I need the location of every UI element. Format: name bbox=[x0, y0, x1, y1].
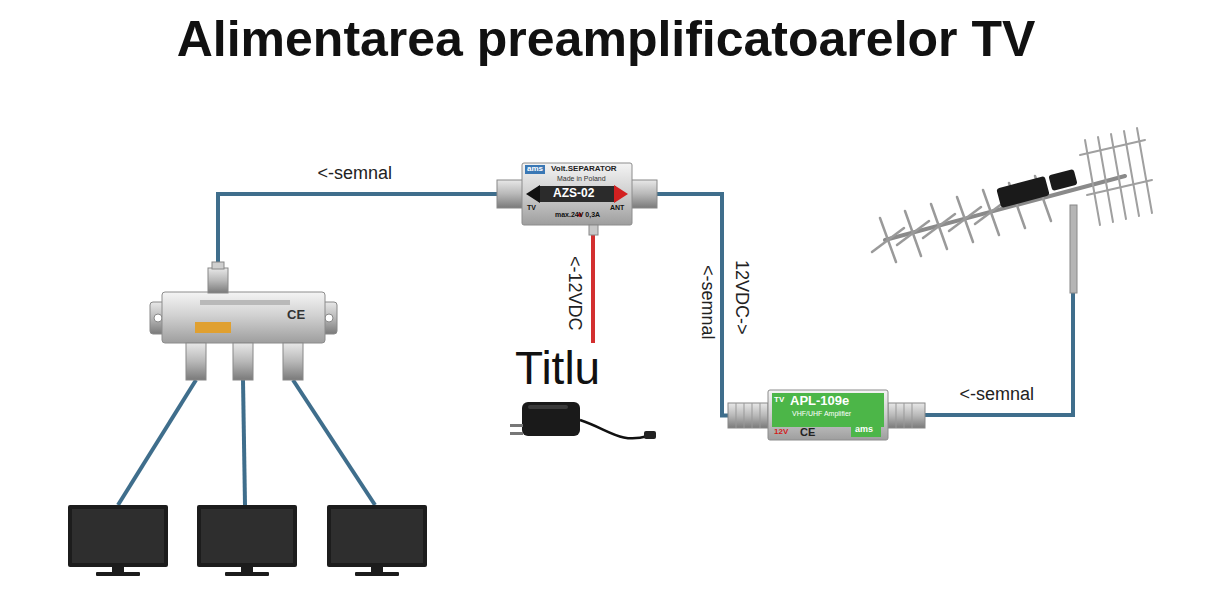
power-adapter-drawing bbox=[510, 402, 656, 439]
antenna-drawing bbox=[872, 128, 1152, 293]
separator-drawing bbox=[497, 163, 657, 235]
tv-drawing bbox=[225, 572, 269, 576]
separator-drawing bbox=[526, 185, 540, 203]
connector-label: <-12VDC bbox=[563, 254, 584, 333]
separator-drawing bbox=[538, 186, 616, 202]
separator-drawing bbox=[614, 185, 628, 203]
signal-label: <-semnal bbox=[958, 384, 1037, 405]
splitter-drawing bbox=[186, 343, 206, 380]
power-adapter-drawing bbox=[510, 424, 523, 427]
antenna-drawing bbox=[1048, 169, 1077, 191]
antenna-drawing bbox=[1070, 205, 1077, 293]
device-text: VHF/UHF Amplifier bbox=[792, 410, 851, 418]
device-text: AZS-02 bbox=[551, 187, 596, 200]
splitter-drawing bbox=[200, 300, 290, 305]
device-text: ams bbox=[525, 165, 545, 174]
splitter-box: CE bbox=[165, 292, 322, 343]
separator-drawing bbox=[522, 163, 632, 225]
amplifier-drawing bbox=[728, 390, 925, 440]
device-text: ANT bbox=[610, 204, 624, 212]
tv-drawing bbox=[197, 505, 297, 567]
separator-drawing bbox=[631, 180, 657, 208]
cable-connector bbox=[591, 225, 595, 343]
antenna-drawing bbox=[949, 207, 981, 231]
coax-wire bbox=[118, 292, 1073, 505]
amplifier-drawing bbox=[728, 403, 768, 428]
coax-wire bbox=[293, 380, 375, 505]
tv-drawing bbox=[72, 509, 164, 563]
antenna-drawing bbox=[872, 228, 904, 252]
power-adapter-drawing bbox=[580, 420, 648, 438]
coax-wire bbox=[118, 380, 196, 505]
signal-label: <-semnal bbox=[696, 263, 717, 342]
antenna-drawing bbox=[1080, 140, 1145, 155]
splitter-drawing bbox=[283, 343, 303, 380]
tv-drawing bbox=[201, 509, 293, 563]
antenna-drawing bbox=[885, 176, 1125, 240]
power-adapter-drawing bbox=[528, 405, 568, 409]
tv-drawing bbox=[68, 505, 168, 567]
connector-label: 12VDC-> bbox=[730, 258, 751, 337]
amplifier-drawing bbox=[888, 403, 925, 428]
tv-drawing bbox=[331, 509, 423, 563]
splitter-drawing bbox=[208, 268, 228, 293]
cable-connector bbox=[218, 194, 522, 292]
tv-drawing bbox=[96, 572, 140, 576]
diagram-title: Alimentarea preamplificatoarelor TV bbox=[0, 10, 1212, 68]
device-text: CE bbox=[287, 308, 305, 322]
antenna-drawing bbox=[897, 221, 929, 245]
splitter-drawing bbox=[162, 292, 325, 343]
cable-connector bbox=[632, 194, 768, 416]
separator-drawing bbox=[589, 225, 598, 235]
power-adapter-drawing bbox=[522, 402, 580, 436]
device-text: max.24V 0,3A bbox=[555, 211, 600, 219]
voltage-separator-box: ams Volt.SEPARATORMade in PolandAZS-02TV A… bbox=[522, 163, 632, 225]
antenna-drawing bbox=[923, 214, 955, 238]
splitter-drawing bbox=[325, 314, 333, 322]
antenna-drawing bbox=[1080, 128, 1152, 225]
antenna-drawing bbox=[872, 176, 1051, 262]
amplifier-box: APL-109eVHF/UHF Amplifier TV 12V CE ams bbox=[768, 390, 888, 441]
device-text: 12V bbox=[774, 428, 788, 437]
splitter-drawing bbox=[233, 343, 253, 380]
coax-wire bbox=[925, 292, 1073, 415]
power-adapter-box: Titlu bbox=[513, 343, 663, 443]
power-adapter-drawing bbox=[644, 431, 656, 439]
splitter-drawing bbox=[150, 262, 337, 380]
device-text: APL-109e bbox=[790, 394, 849, 408]
tv-drawing bbox=[327, 505, 427, 567]
splitter-drawing bbox=[195, 322, 231, 333]
tv-drawing bbox=[68, 505, 427, 576]
device-text: ams bbox=[855, 425, 873, 435]
device-text: CE bbox=[800, 426, 815, 438]
splitter-drawing bbox=[212, 262, 224, 269]
separator-drawing bbox=[497, 180, 523, 208]
amplifier-drawing bbox=[772, 393, 884, 427]
antenna-drawing bbox=[996, 176, 1049, 208]
device-text: Volt.SEPARATOR bbox=[551, 165, 617, 174]
device-text: Titlu bbox=[515, 343, 600, 394]
tv-drawing bbox=[355, 572, 399, 576]
splitter-drawing bbox=[154, 314, 162, 322]
amplifier-drawing bbox=[768, 390, 888, 440]
power-adapter-drawing bbox=[510, 432, 523, 435]
amplifier-drawing bbox=[851, 423, 881, 437]
coax-wire bbox=[243, 380, 245, 505]
antenna-drawing bbox=[1087, 180, 1152, 195]
device-text: TV bbox=[774, 396, 784, 405]
device-text: TV bbox=[527, 204, 536, 212]
connector-label: <-semnal bbox=[316, 163, 395, 184]
device-text: Made in Poland bbox=[557, 175, 606, 183]
